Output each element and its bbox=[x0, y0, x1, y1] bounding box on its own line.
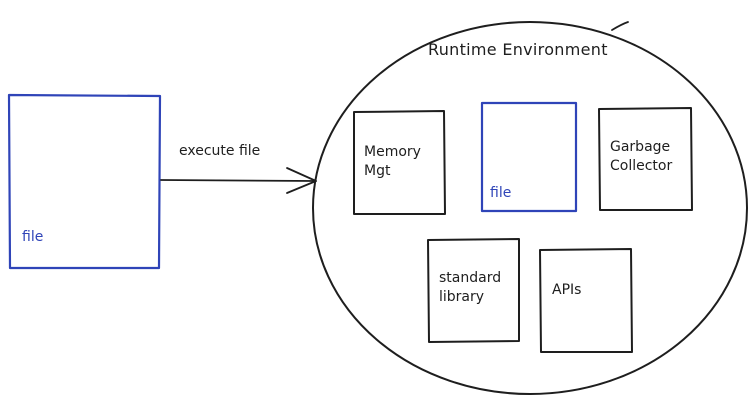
runtime-environment-circle bbox=[312, 21, 748, 395]
source-file-box bbox=[7, 93, 162, 270]
apis-box bbox=[539, 248, 633, 353]
garbage-collector-box bbox=[598, 107, 693, 211]
runtime-file-label: file bbox=[490, 185, 512, 201]
garbage-collector-label: Garbage Collector bbox=[610, 139, 673, 174]
source-file-label: file bbox=[22, 229, 44, 245]
runtime-circle-overlap-stroke bbox=[611, 21, 629, 31]
runtime-environment-title: Runtime Environment bbox=[428, 40, 608, 59]
standard-library-box bbox=[427, 238, 520, 343]
apis-label: APIs bbox=[552, 282, 582, 298]
execute-file-label: execute file bbox=[179, 143, 261, 159]
standard-library-label: standard library bbox=[439, 270, 502, 305]
execute-arrow-shaft bbox=[160, 179, 317, 182]
memory-mgt-box bbox=[353, 110, 446, 215]
memory-mgt-label: Memory Mgt bbox=[364, 144, 421, 179]
runtime-file-box bbox=[480, 101, 578, 213]
